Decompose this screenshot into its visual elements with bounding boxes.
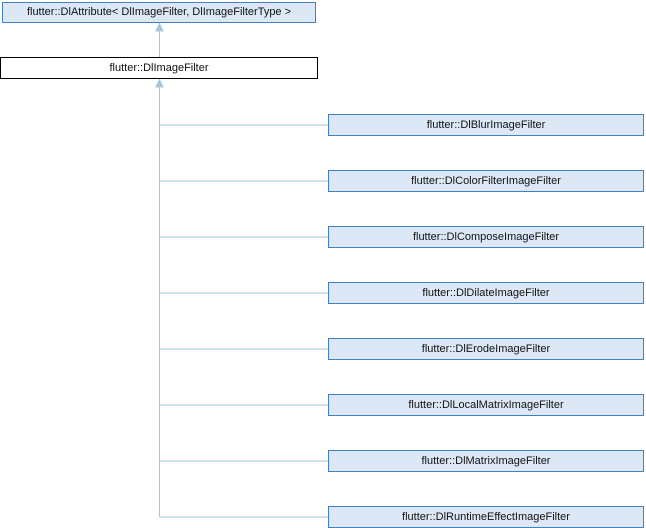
node-dl-dilate-image-filter[interactable]: flutter::DlDilateImageFilter [328,282,644,304]
node-dl-blur-image-filter[interactable]: flutter::DlBlurImageFilter [328,114,644,136]
node-dl-image-filter: flutter::DlImageFilter [0,57,318,79]
node-dl-color-filter-image-filter[interactable]: flutter::DlColorFilterImageFilter [328,170,644,192]
arrowhead-to-current-icon [155,78,164,88]
node-dl-erode-image-filter[interactable]: flutter::DlErodeImageFilter [328,338,644,360]
node-dl-attribute[interactable]: flutter::DlAttribute< DlImageFilter, DlI… [2,2,316,23]
arrowhead-to-parent-icon [155,22,164,32]
node-dl-local-matrix-image-filter[interactable]: flutter::DlLocalMatrixImageFilter [328,394,644,416]
node-dl-compose-image-filter[interactable]: flutter::DlComposeImageFilter [328,226,644,248]
node-dl-matrix-image-filter[interactable]: flutter::DlMatrixImageFilter [328,450,644,472]
node-dl-runtime-effect-image-filter[interactable]: flutter::DlRuntimeEffectImageFilter [328,506,644,528]
